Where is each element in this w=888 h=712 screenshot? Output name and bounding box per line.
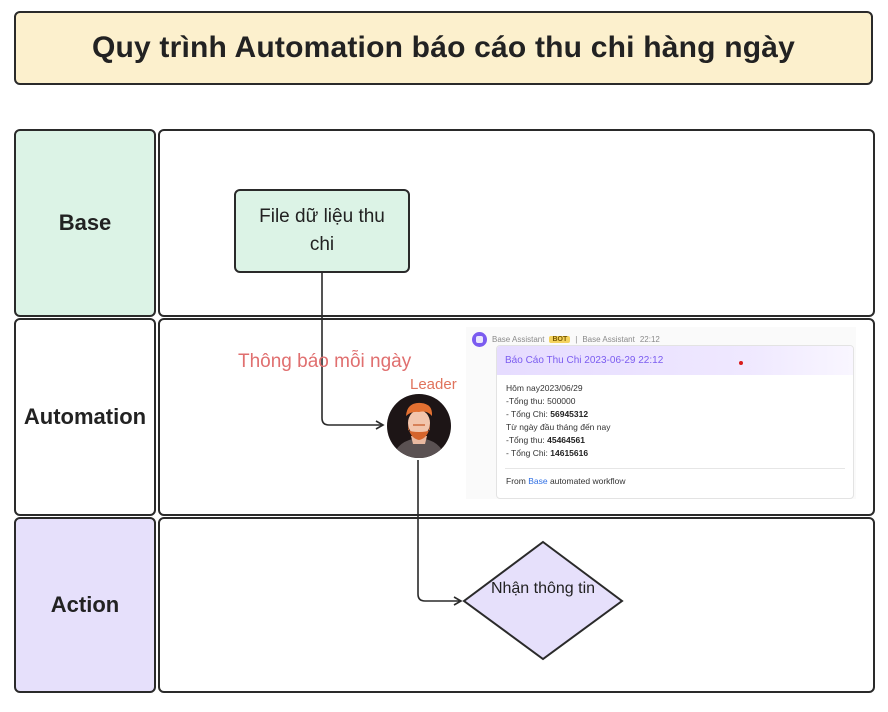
diagram-title-box: Quy trình Automation báo cáo thu chi hàn… [14, 11, 873, 85]
report-line-expense-today: - Tổng Chi: 56945312 [506, 409, 589, 419]
report-line-month-heading: Từ ngày đầu tháng đến nay [506, 422, 611, 432]
chat-source: Base Assistant [582, 334, 635, 344]
bot-badge: BOT [549, 335, 571, 343]
leader-avatar-icon [387, 394, 451, 458]
report-line-income-month: -Tổng thu: 45464561 [506, 435, 585, 445]
lane-label-automation: Automation [14, 318, 156, 516]
report-card: Báo Cáo Thu Chi 2023-06-29 22:12 Hôm nay… [496, 345, 854, 499]
base-link[interactable]: Base [528, 476, 548, 486]
diagram-title: Quy trình Automation báo cáo thu chi hàn… [91, 31, 796, 64]
leader-label: Leader [410, 376, 457, 393]
chat-sender: Base Assistant [492, 334, 545, 344]
red-dot-marker [739, 361, 743, 365]
file-node: File dữ liệu thu chi [234, 189, 410, 273]
chat-separator-icon: | [575, 334, 578, 344]
chat-message: Base Assistant BOT | Base Assistant 22:1… [466, 327, 856, 499]
report-card-divider [505, 468, 845, 469]
receive-node-label: Nhận thông tin [490, 580, 596, 597]
file-node-label: File dữ liệu thu chi [259, 206, 385, 255]
lane-label-action: Action [14, 517, 156, 693]
report-card-body: Hôm nay2023/06/29 -Tổng thu: 500000 - Tổ… [497, 375, 853, 460]
report-card-header: Báo Cáo Thu Chi 2023-06-29 22:12 [497, 346, 853, 375]
notify-label: Thông báo mỗi ngày [238, 351, 412, 372]
report-line-income-today: -Tổng thu: 500000 [506, 396, 576, 406]
chat-header: Base Assistant BOT | Base Assistant 22:1… [472, 331, 660, 347]
chat-time: 22:12 [639, 334, 660, 344]
report-line-date: Hôm nay2023/06/29 [506, 383, 583, 393]
lane-label-base: Base [14, 129, 156, 317]
report-line-expense-month: - Tổng Chi: 14615616 [506, 448, 589, 458]
report-card-title: Báo Cáo Thu Chi 2023-06-29 22:12 [505, 355, 664, 366]
report-card-footer: From Base automated workflow [506, 476, 626, 486]
lane-body-action [158, 517, 875, 693]
bot-avatar-icon [472, 331, 487, 347]
